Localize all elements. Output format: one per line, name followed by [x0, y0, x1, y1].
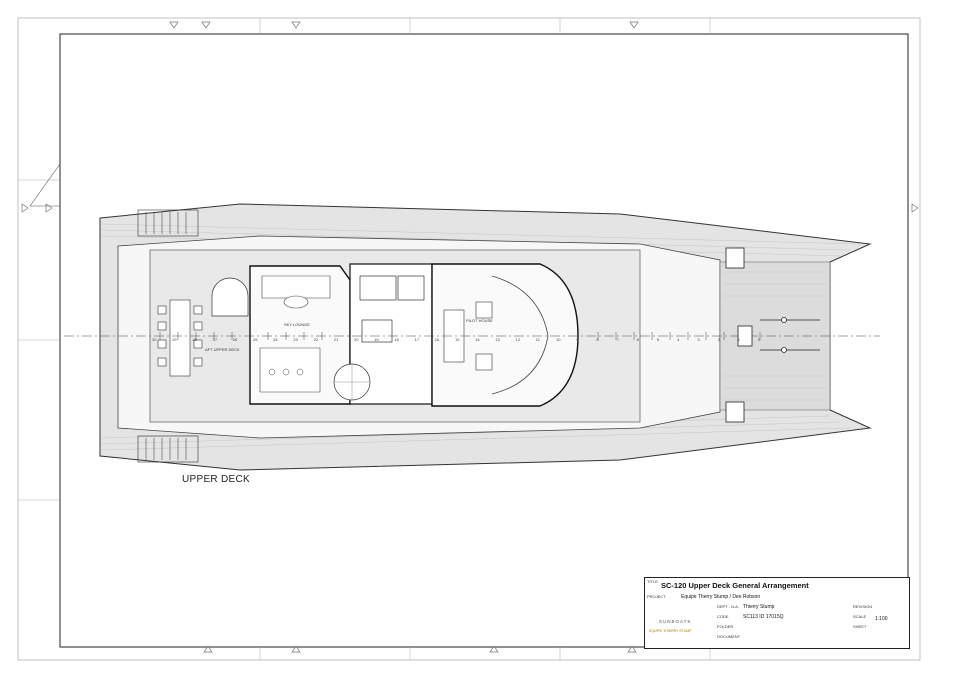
frame-number-label: 21: [333, 337, 339, 342]
drawing-title: SC-120 Upper Deck General Arrangement: [661, 581, 809, 590]
frame-number-label: 11: [535, 337, 540, 342]
document-label: DOCUMENT: [717, 634, 741, 639]
project-label: PROJECT: [647, 594, 666, 599]
sheet-label: SHEET: [853, 624, 867, 629]
revision-label: REVISION: [853, 604, 873, 609]
frame-number-label: 29: [172, 337, 177, 342]
frame-number-label: 13: [495, 337, 500, 342]
frame-number-label: 4: [677, 337, 680, 342]
frame-number-label: 0: [758, 337, 761, 342]
frame-number-label: 2: [717, 337, 720, 342]
frame-number-label: 16: [434, 337, 440, 342]
frame-number-label: 14: [475, 337, 480, 342]
foredeck-fittings: [725, 247, 820, 423]
core-rooms: [333, 263, 433, 405]
zone-ticks: [18, 18, 711, 660]
sheet-frame-inner: [59, 33, 909, 648]
frame-number-label: 27: [212, 337, 218, 342]
frame-number-label: 15: [455, 337, 460, 342]
drawn-label: DEPT - N.A.: [717, 604, 739, 609]
folder-label: FOLDER: [717, 624, 734, 629]
frame-number-label: 6: [636, 337, 640, 342]
aft-spiral-stair: [211, 277, 249, 317]
datum-marker: [29, 163, 61, 207]
drawing-code: SC113 ID 17015Q: [743, 614, 784, 620]
frame-number-label: 8: [596, 337, 599, 342]
frame-number-label: 22: [313, 337, 319, 342]
frame-number-label: 20: [354, 337, 359, 342]
frame-number-label: 17: [414, 337, 420, 342]
aft-vents: [137, 209, 199, 463]
brand-name: SUNBOATS: [659, 619, 692, 624]
sky-lounge: [249, 265, 351, 405]
frame-number-label: 7: [616, 337, 619, 342]
scale-label: SCALE: [853, 614, 867, 619]
designer-name: EQUIPE THIERRY STUMP: [649, 629, 692, 633]
frame-number-label: 26: [232, 337, 238, 342]
frame-number-label: 5: [657, 337, 660, 342]
frame-number-label: 25: [253, 337, 258, 342]
frame-number-label: 10: [556, 337, 561, 342]
pilot-house: [431, 263, 579, 407]
frame-number-label: 12: [515, 337, 521, 342]
pilot-house-label: PILOT HOUSE: [466, 318, 493, 323]
frame-number-label: 30: [152, 337, 157, 342]
frame-number-label: 19: [374, 337, 379, 342]
code-label: CODE: [717, 614, 729, 619]
frame-number-label: 1: [737, 337, 741, 342]
project-name: Equipe Therry Stump / Dee Robson: [681, 594, 761, 600]
sheet-frame-outer: [17, 17, 921, 661]
title-block: TITLE SC-120 Upper Deck General Arrangem…: [644, 577, 910, 649]
dining-table: [157, 299, 203, 377]
drawn-by: Thierry Stump: [743, 604, 775, 610]
aft-deck-label: AFT UPPER DECK: [205, 347, 240, 352]
scale-value: 1:100: [875, 616, 888, 622]
drawing-caption: UPPER DECK: [182, 474, 251, 485]
frame-number-label: 9: [576, 337, 579, 342]
frame-number-label: 3: [697, 337, 700, 342]
sky-lounge-label: SKY LOUNGE: [284, 322, 310, 327]
frame-number-label: 24: [273, 337, 278, 342]
frame-number-label: 18: [394, 337, 399, 342]
frame-number-label: 23: [293, 337, 298, 342]
frame-number-label: 28: [192, 337, 197, 342]
title-label: TITLE: [647, 579, 658, 584]
